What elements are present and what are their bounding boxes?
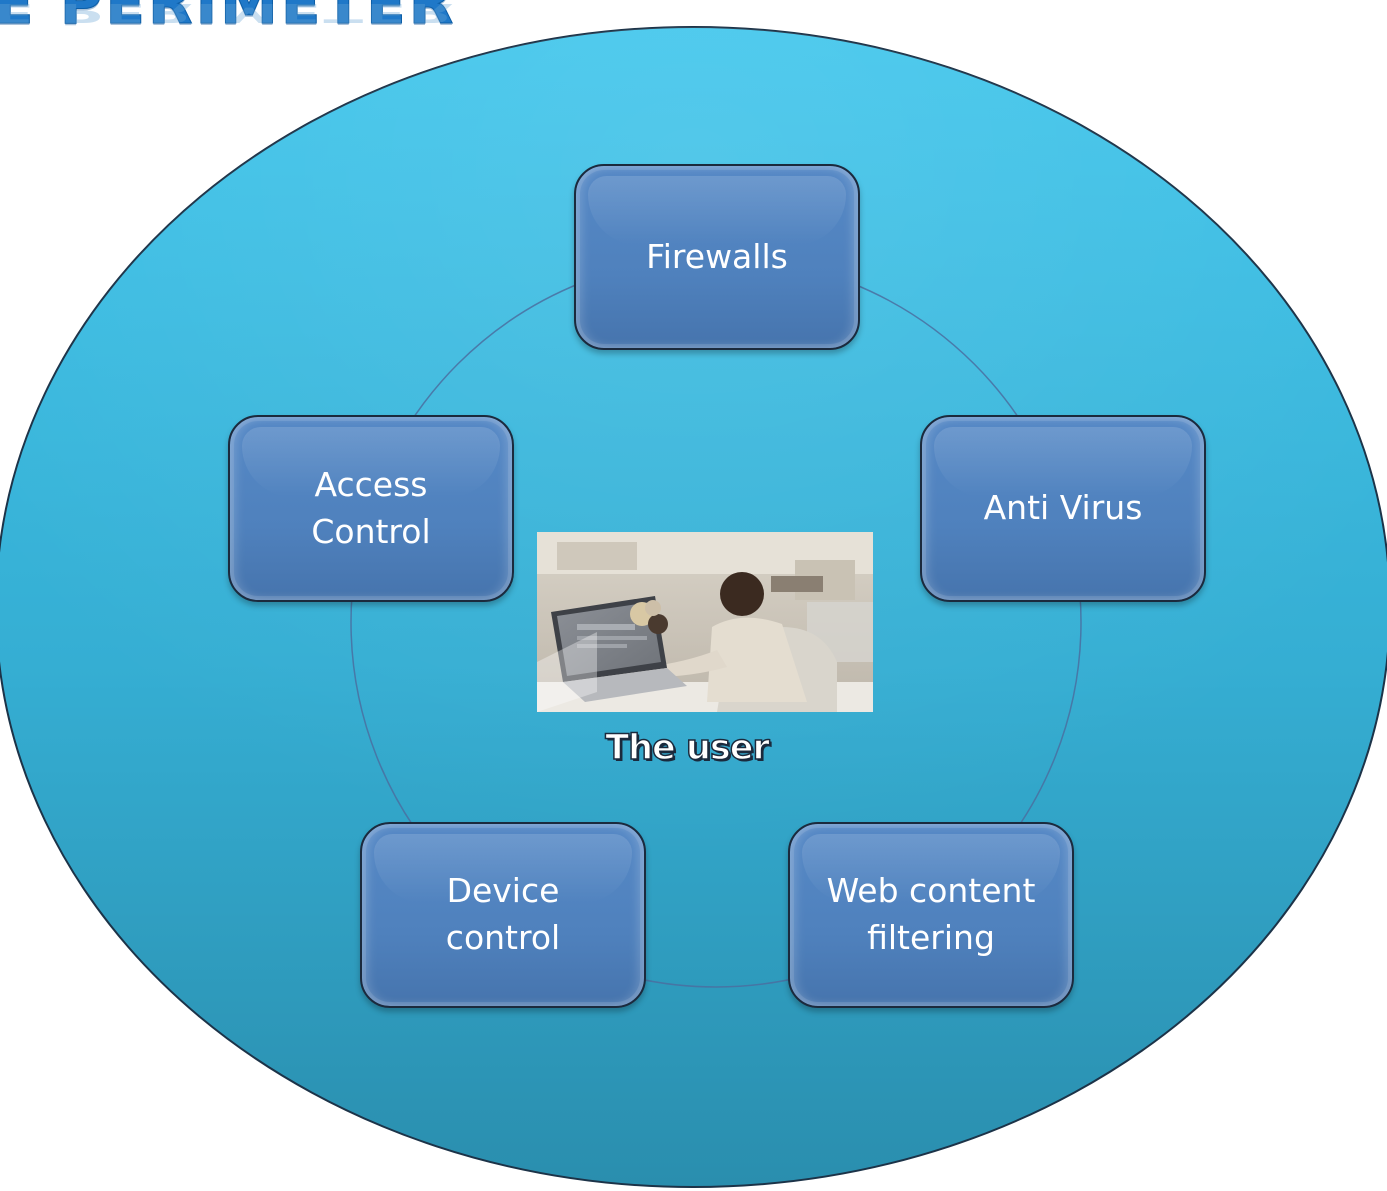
node-access-control-label: Access Control: [311, 464, 431, 551]
node-device-control-label: Device control: [445, 871, 561, 957]
user-photo: [537, 532, 873, 712]
node-web-content-filtering: Web content filtering: [788, 822, 1074, 1008]
node-anti-virus-label: Anti Virus: [983, 488, 1143, 528]
node-access-control: Access Control: [228, 415, 514, 602]
slide-title-fragment: E PERIMETER: [0, 0, 457, 37]
node-firewalls: Firewalls: [574, 164, 860, 350]
person-at-laptop-icon: [537, 532, 873, 712]
node-anti-virus: Anti Virus: [920, 415, 1206, 602]
user-label: The user: [605, 727, 771, 769]
node-device-control: Device control: [360, 822, 646, 1008]
node-firewalls-label: Firewalls: [646, 236, 788, 276]
node-web-content-filtering-label: Web content filtering: [826, 871, 1036, 957]
